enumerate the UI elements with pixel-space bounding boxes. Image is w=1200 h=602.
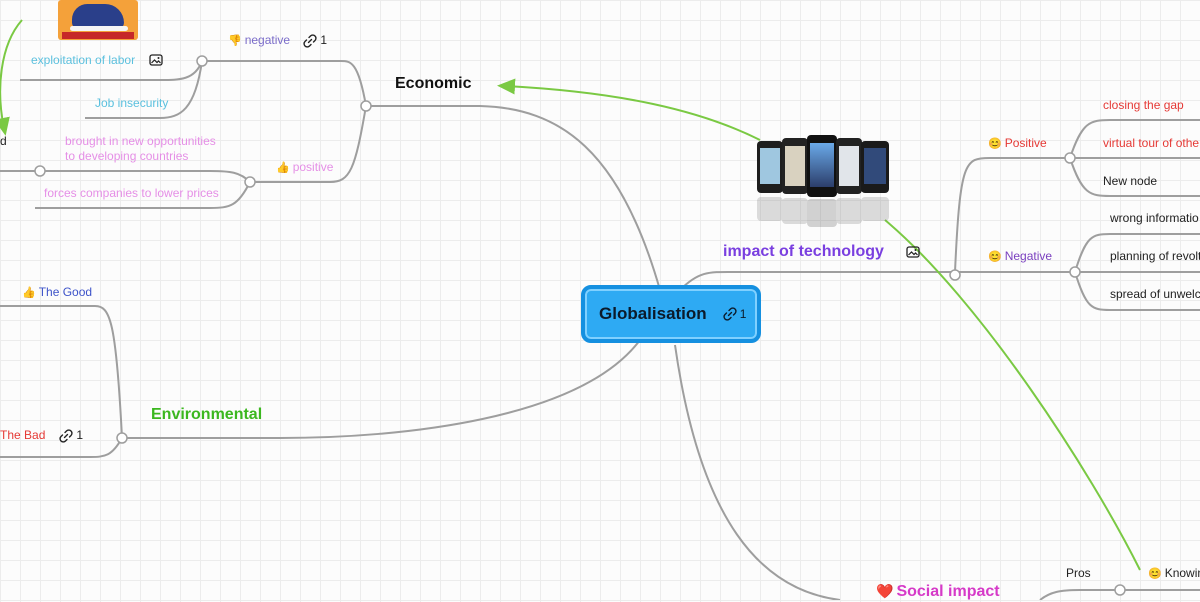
technology-negative-label: Negative — [1004, 249, 1053, 263]
smile-icon: 😊 — [1148, 568, 1162, 580]
economic-positive-child-2[interactable]: forces companies to lower prices — [44, 186, 219, 200]
link-icon — [303, 34, 317, 48]
technology-negative-child-2[interactable]: planning of revolt — [1110, 249, 1200, 263]
connector-central-technology — [679, 270, 955, 291]
technology-positive-node[interactable]: 😊Positive — [988, 136, 1047, 151]
link-icon — [59, 429, 73, 443]
node-joint-negative — [196, 55, 208, 67]
connector-economic-positive — [250, 105, 367, 183]
image-icon[interactable] — [906, 246, 920, 258]
node-joint-positive — [244, 176, 256, 188]
central-link-count: 1 — [739, 307, 747, 321]
connector-central-social — [674, 344, 841, 600]
social-impact-title: Social impact — [896, 583, 1000, 600]
economic-positive-label: positive — [292, 160, 334, 174]
central-topic-title: Globalisation — [599, 304, 707, 323]
link-icon — [723, 307, 737, 321]
economic-positive-child-1-line-2[interactable]: to developing countries — [65, 149, 189, 163]
central-link-badge[interactable]: 1 — [723, 307, 747, 321]
relationship-arrow-left — [0, 19, 23, 136]
topic-environmental[interactable]: Environmental — [151, 406, 263, 423]
economic-positive-node[interactable]: 👍positive — [276, 160, 333, 175]
smile-icon: 😊 — [988, 251, 1002, 263]
economic-negative-link-badge[interactable]: 1 — [303, 33, 327, 48]
node-joint-environmental — [116, 432, 128, 444]
connector-tech-positive — [954, 157, 1070, 273]
node-joint-tech-negative — [1069, 266, 1081, 278]
node-joint-technology — [949, 269, 961, 281]
connector-tech-pos-1 — [1069, 119, 1200, 159]
economic-positive-child-1-line-1[interactable]: brought in new opportunities — [65, 134, 216, 148]
image-icon[interactable] — [149, 54, 163, 66]
social-knowing-node[interactable]: 😊Knowin — [1148, 566, 1200, 581]
connector-central-economic — [366, 105, 661, 291]
environmental-good-label: The Good — [38, 285, 93, 299]
connector-env-good — [0, 305, 123, 439]
connector-negative-exploitation — [20, 60, 203, 81]
connector-tech-pos-3 — [1069, 157, 1200, 197]
smile-icon: 😊 — [988, 138, 1002, 150]
connector-tech-neg-1 — [1074, 233, 1200, 273]
economic-negative-child-1[interactable]: exploitation of labor — [31, 53, 136, 67]
economic-negative-child-2[interactable]: Job insecurity — [95, 96, 169, 110]
economic-negative-link-count: 1 — [320, 33, 328, 47]
iphones-image — [757, 135, 889, 227]
topic-social-impact[interactable]: ❤️Social impact — [876, 581, 1000, 602]
connector-economic-negative — [202, 59, 367, 107]
connector-central-environmental — [122, 339, 641, 439]
central-topic-globalisation[interactable]: Globalisation 1 — [581, 285, 761, 343]
environmental-bad-link-count: 1 — [76, 428, 84, 442]
thumbs-up-icon: 👍 — [276, 162, 290, 174]
environmental-bad-node[interactable]: The Bad — [0, 428, 46, 442]
relationship-arrow-economic — [497, 78, 761, 141]
technology-negative-child-3[interactable]: spread of unwelc — [1110, 287, 1200, 301]
connector-social-pros — [1039, 589, 1120, 600]
technology-negative-child-1[interactable]: wrong informatio — [1110, 211, 1199, 225]
topic-economic[interactable]: Economic — [395, 75, 472, 92]
node-joint-economic — [360, 100, 372, 112]
node-joint-tech-positive — [1064, 152, 1076, 164]
heart-icon: ❤️ — [876, 583, 894, 599]
topic-impact-of-technology[interactable]: impact of technology — [723, 243, 884, 260]
offscreen-node-fragment[interactable]: d — [0, 134, 7, 148]
connector-tech-neg-3 — [1074, 271, 1200, 311]
environmental-bad-link-badge[interactable]: 1 — [59, 428, 83, 443]
economic-negative-label: negative — [244, 33, 291, 47]
relationship-arrow-social — [884, 219, 1141, 571]
environmental-good-node[interactable]: 👍The Good — [22, 285, 92, 300]
thumbs-up-icon: 👍 — [22, 287, 36, 299]
shoe-advert-image — [58, 0, 138, 40]
social-knowing-label: Knowin — [1164, 566, 1200, 580]
connector-negative-job — [85, 60, 203, 119]
technology-positive-child-2[interactable]: virtual tour of othe — [1103, 136, 1200, 150]
connector-positive-prices — [35, 181, 251, 209]
technology-positive-child-3[interactable]: New node — [1103, 174, 1158, 188]
technology-positive-child-1[interactable]: closing the gap — [1103, 98, 1184, 112]
connector-env-bad — [0, 437, 123, 458]
thumbs-down-icon: 👎 — [228, 35, 242, 47]
social-pros-node[interactable]: Pros — [1066, 566, 1091, 580]
technology-positive-label: Positive — [1004, 136, 1047, 150]
economic-negative-node[interactable]: 👎negative — [228, 33, 290, 48]
technology-negative-node[interactable]: 😊Negative — [988, 249, 1052, 264]
node-joint-opportunities — [34, 165, 46, 177]
node-joint-pros — [1114, 584, 1126, 596]
